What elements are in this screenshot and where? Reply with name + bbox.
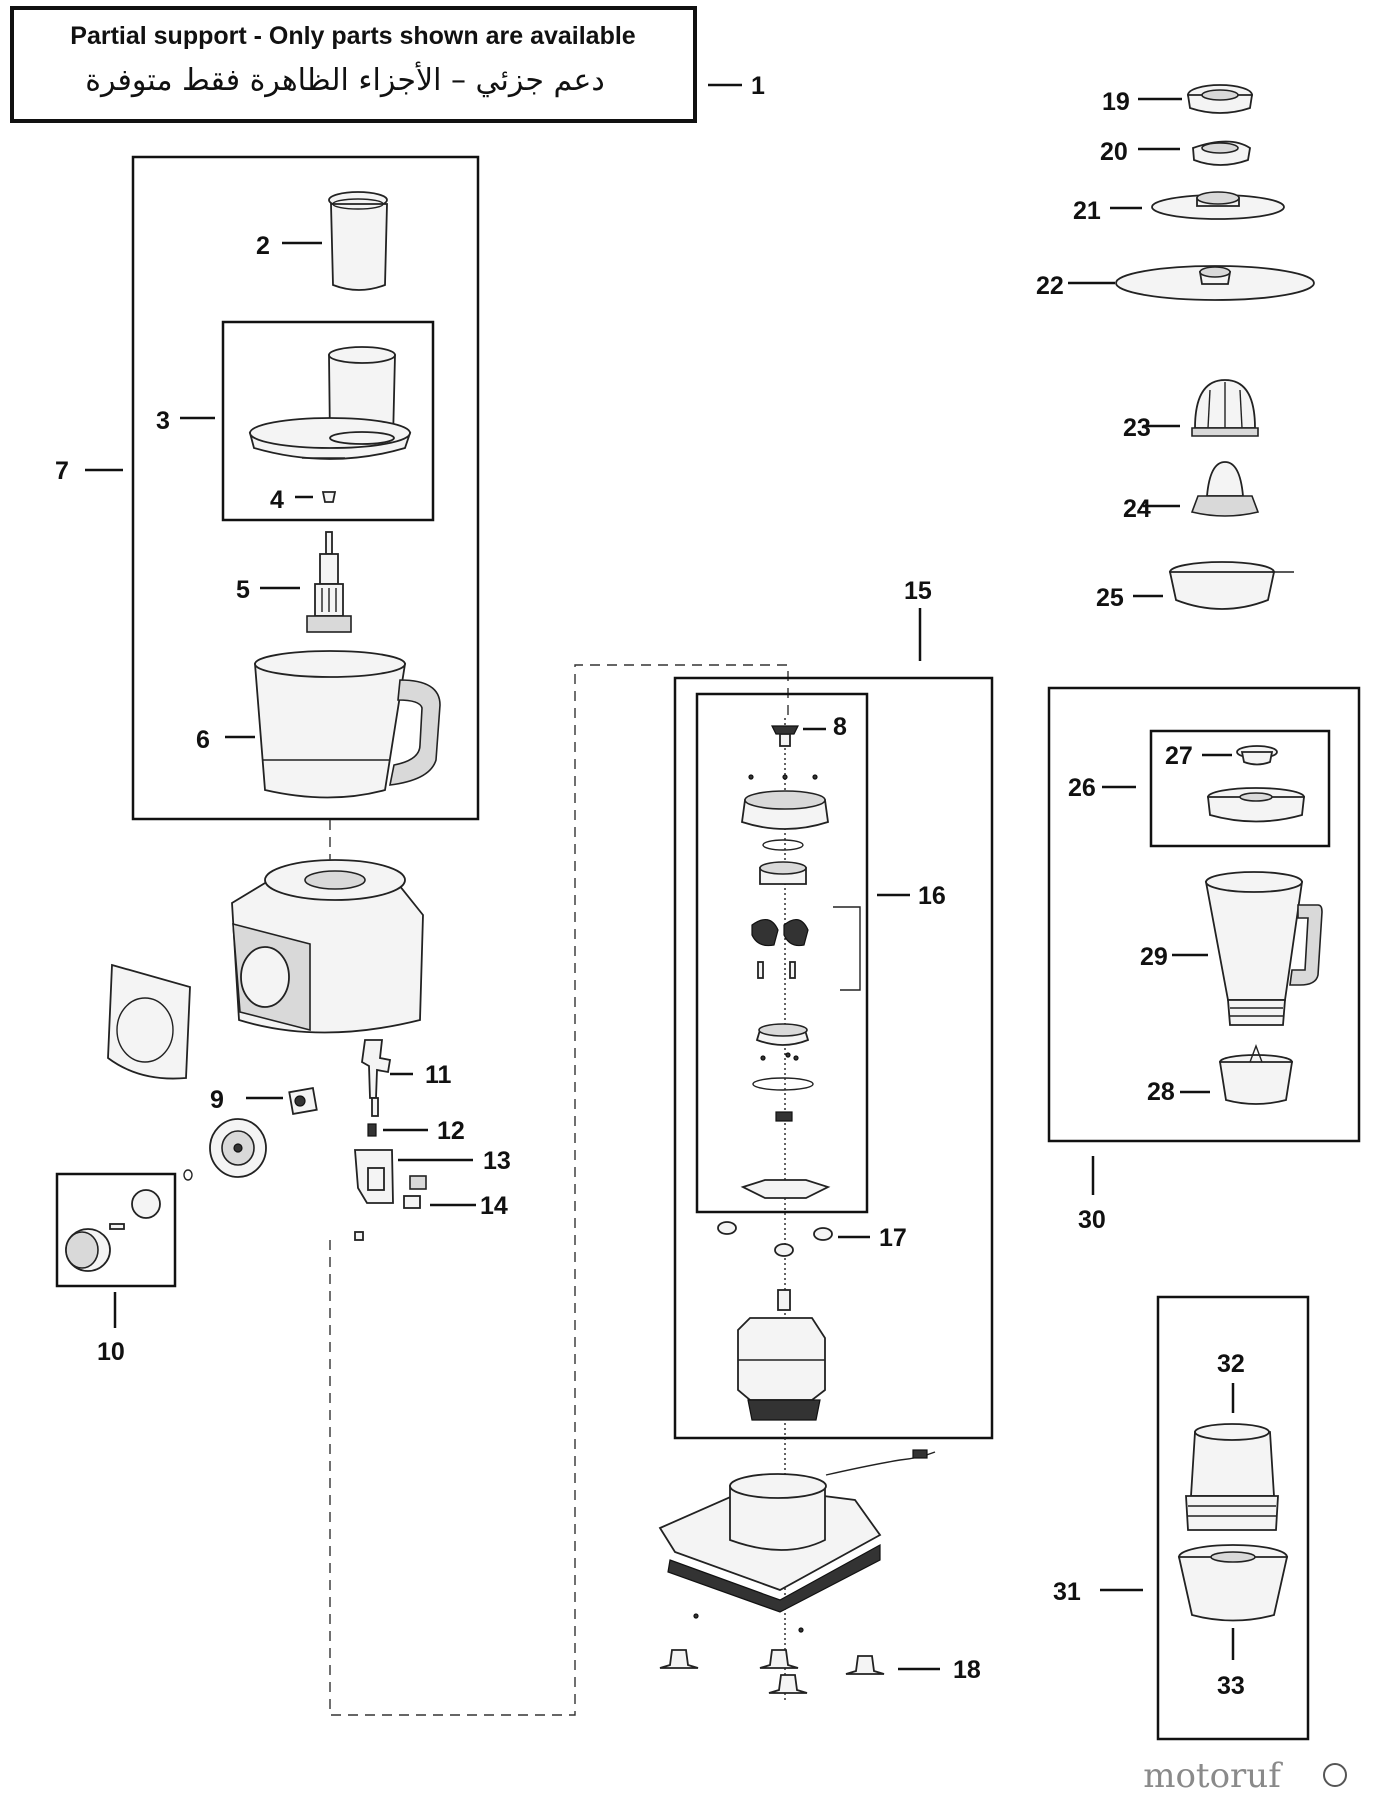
part-12-spring (367, 1123, 377, 1137)
callout-15: 15 (904, 577, 932, 605)
watermark-text: motoruf (1143, 1756, 1283, 1796)
callout-22: 22 (1036, 272, 1064, 300)
part-25-juicer-strainer (1168, 561, 1294, 610)
callout-23: 23 (1123, 414, 1151, 442)
notice-box: Partial support - Only parts shown are a… (10, 6, 697, 123)
callout-17: 17 (879, 1224, 907, 1252)
callout-2: 2 (256, 232, 270, 260)
callout-31: 31 (1053, 1578, 1081, 1606)
control-knob (183, 1118, 267, 1181)
callout-26: 26 (1068, 774, 1096, 802)
group-box-16 (695, 692, 869, 1214)
part-27-lid-cap (1236, 745, 1278, 766)
part-11-interlock-lever (361, 1039, 392, 1117)
part-14-terminal (354, 1195, 421, 1241)
part-24-juicer-cone-small (1190, 461, 1260, 517)
group-box-3 (221, 320, 435, 522)
callout-3: 3 (156, 407, 170, 435)
group-box-7 (131, 155, 480, 821)
notice-text-en: Partial support - Only parts shown are a… (70, 22, 636, 50)
callout-27: 27 (1165, 742, 1193, 770)
part-23-juicer-cone-large (1191, 379, 1259, 437)
part-32-mill-jar (1185, 1423, 1279, 1531)
notice-text-ar: دعم جزئي – الأجزاء الظاهرة فقط متوفرة (85, 60, 604, 98)
part-22-emulsifying-disc (1115, 265, 1315, 301)
part-26-blender-lid (1206, 787, 1306, 823)
appliance-base (658, 1449, 936, 1613)
part-19-ring (1186, 84, 1254, 114)
part-6-work-bowl (254, 650, 441, 799)
callout-32: 32 (1217, 1350, 1245, 1378)
callout-5: 5 (236, 576, 250, 604)
group-box-10 (55, 1172, 177, 1288)
callout-16: 16 (918, 882, 946, 910)
part-20-blade-disc (1192, 140, 1251, 166)
part-4-small-clip (321, 491, 337, 503)
callout-19: 19 (1102, 88, 1130, 116)
callout-25: 25 (1096, 584, 1124, 612)
callout-9: 9 (210, 1086, 224, 1114)
callout-18: 18 (953, 1656, 981, 1684)
callout-28: 28 (1147, 1078, 1175, 1106)
callout-30: 30 (1078, 1206, 1106, 1234)
callout-20: 20 (1100, 138, 1128, 166)
part-17-grommets (717, 1221, 833, 1257)
callout-29: 29 (1140, 943, 1168, 971)
callout-4: 4 (270, 486, 284, 514)
part-18-feet (659, 1613, 885, 1694)
group-box-15 (673, 676, 994, 1440)
part-8-drive-coupler (771, 725, 799, 747)
callout-13: 13 (483, 1147, 511, 1175)
part-33-mill-blade-base (1177, 1544, 1289, 1622)
callout-7: 7 (55, 457, 69, 485)
group-box-26 (1149, 729, 1331, 848)
watermark-logo: motoruf (1143, 1756, 1347, 1796)
part-29-blender-jar (1204, 871, 1323, 1026)
callout-21: 21 (1073, 197, 1101, 225)
motor-unit (737, 1289, 826, 1421)
group-box-30 (1047, 686, 1361, 1143)
part-2-food-pusher (328, 191, 388, 291)
part-5-drive-shaft (306, 531, 352, 633)
callout-12: 12 (437, 1117, 465, 1145)
callout-1: 1 (751, 72, 765, 100)
callout-6: 6 (196, 726, 210, 754)
motor-housing (231, 859, 424, 1034)
callout-24: 24 (1123, 495, 1151, 523)
part-28-blade-base (1218, 1044, 1294, 1105)
callout-11: 11 (425, 1061, 452, 1089)
group-box-31 (1156, 1295, 1310, 1741)
callout-10: 10 (97, 1338, 125, 1366)
part-9-switch (288, 1087, 318, 1115)
gearbox-components (740, 774, 861, 1199)
callout-14: 14 (480, 1192, 508, 1220)
callout-8: 8 (833, 713, 847, 741)
part-21-slicing-disc (1151, 191, 1285, 220)
part-13-microswitch (354, 1149, 427, 1204)
side-panel (107, 963, 191, 1080)
part-3-bowl-lid (248, 346, 412, 460)
callout-33: 33 (1217, 1672, 1245, 1700)
part-10-knob-cap (65, 1189, 161, 1272)
